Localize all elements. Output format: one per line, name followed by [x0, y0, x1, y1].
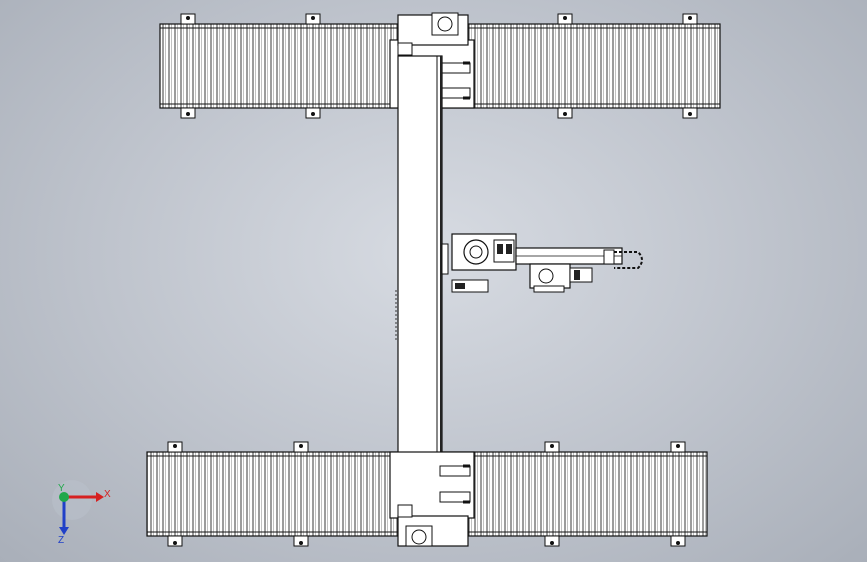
y-axis-dot-icon [59, 492, 69, 502]
robot-arm-assembly[interactable] [441, 233, 643, 293]
z-axis-label: Z [58, 535, 64, 546]
y-axis-label: Y [58, 483, 65, 494]
gantry-beam[interactable] [389, 12, 475, 547]
conveyor-foot [167, 441, 686, 547]
x-axis-label: X [104, 489, 111, 500]
axis-triad: X Y Z [52, 480, 111, 546]
conveyor-foot [180, 13, 698, 119]
